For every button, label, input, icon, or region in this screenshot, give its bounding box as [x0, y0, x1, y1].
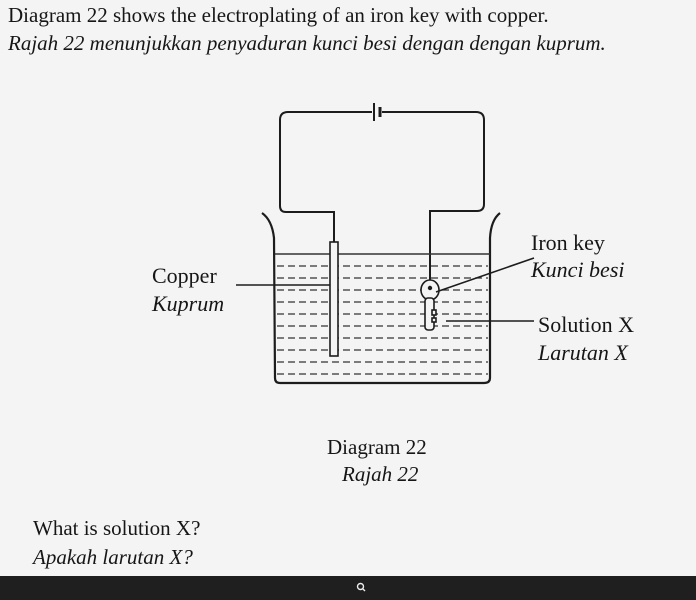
question-prompt-malay: Apakah larutan X?	[33, 545, 193, 569]
question-prompt-english: What is solution X?	[33, 516, 201, 540]
label-solution-malay: Larutan X	[538, 340, 628, 365]
beaker	[261, 212, 501, 385]
key-hole	[427, 285, 433, 291]
question-title-english: Diagram 22 shows the electroplating of a…	[8, 3, 549, 27]
copper-electrode	[329, 241, 339, 357]
bottom-overlay-bar	[0, 576, 696, 600]
solution-x	[277, 265, 488, 375]
label-iron-key-english: Iron key	[531, 230, 605, 255]
label-solution-english: Solution X	[538, 312, 634, 337]
label-copper-english: Copper	[152, 263, 217, 288]
iron-key-pointer-line	[435, 257, 535, 293]
label-copper-malay: Kuprum	[152, 291, 225, 316]
diagram-caption-english: Diagram 22	[327, 435, 427, 459]
diagram-caption-malay: Rajah 22	[342, 462, 419, 486]
iron-key	[420, 279, 440, 331]
question-title-malay: Rajah 22 menunjukkan penyaduran kunci be…	[8, 31, 606, 55]
label-iron-key-malay: Kunci besi	[531, 257, 625, 282]
circuit-wire	[279, 111, 485, 282]
search-icon[interactable]	[356, 582, 366, 592]
